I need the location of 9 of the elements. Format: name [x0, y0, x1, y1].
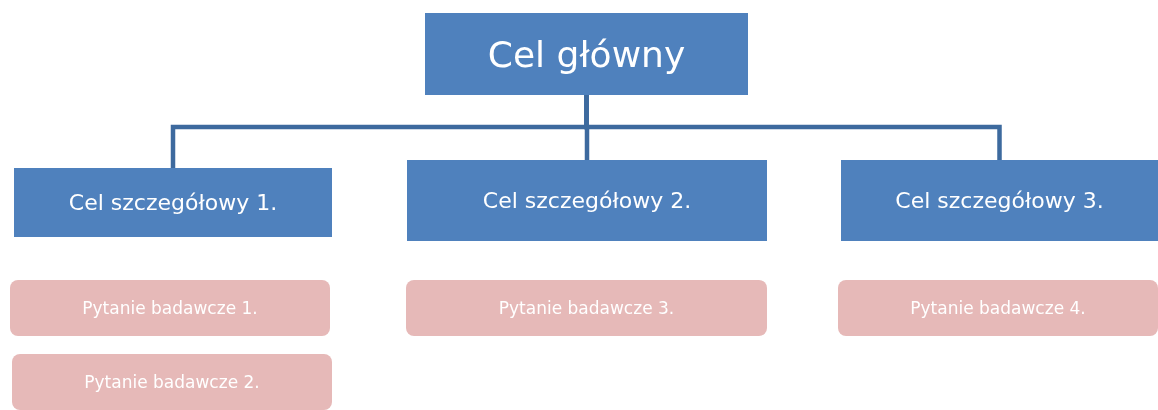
question-box: Pytanie badawcze 2. [12, 354, 332, 410]
question-box: Pytanie badawcze 1. [10, 280, 330, 336]
connector-line [584, 95, 1002, 160]
goal-box: Cel szczegółowy 1. [14, 168, 332, 237]
question-box: Pytanie badawcze 3. [406, 280, 767, 336]
question-box: Pytanie badawcze 4. [838, 280, 1158, 336]
goal-box: Cel szczegółowy 3. [841, 160, 1158, 241]
main-goal-box: Cel główny [425, 13, 748, 95]
goal-box: Cel szczegółowy 2. [407, 160, 767, 241]
